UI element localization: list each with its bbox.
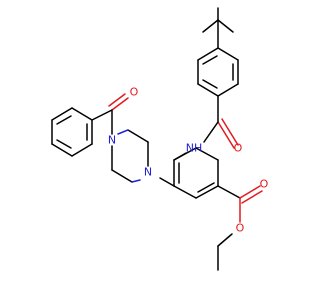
central-benzene-ring <box>173 147 219 199</box>
tert-butylphenyl-ring <box>197 47 239 97</box>
benzoyl-phenyl-ring <box>51 107 93 157</box>
piperazine-ring <box>111 129 175 187</box>
tert-butyl-group <box>202 7 234 49</box>
molecule-canvas: O N N NH O O O <box>51 7 269 271</box>
amide-oxygen-label: O <box>234 142 243 155</box>
benzoyl-oxygen-label: O <box>130 86 139 99</box>
ester-ether-oxygen-label: O <box>236 222 245 235</box>
atom-labels: O N N NH O O O <box>108 86 269 235</box>
piperazine-nitrogen-bottom-label: N <box>144 166 152 179</box>
piperazine-nitrogen-top-label: N <box>108 134 116 147</box>
ethyl-ester-group <box>217 185 263 271</box>
amide-nitrogen-label: NH <box>186 142 203 155</box>
benzoyl-carbonyl <box>91 93 129 135</box>
molecule-structure: O N N NH O O O <box>51 7 269 271</box>
ester-carbonyl-oxygen-label: O <box>260 178 269 191</box>
amide-linkage <box>173 95 239 161</box>
